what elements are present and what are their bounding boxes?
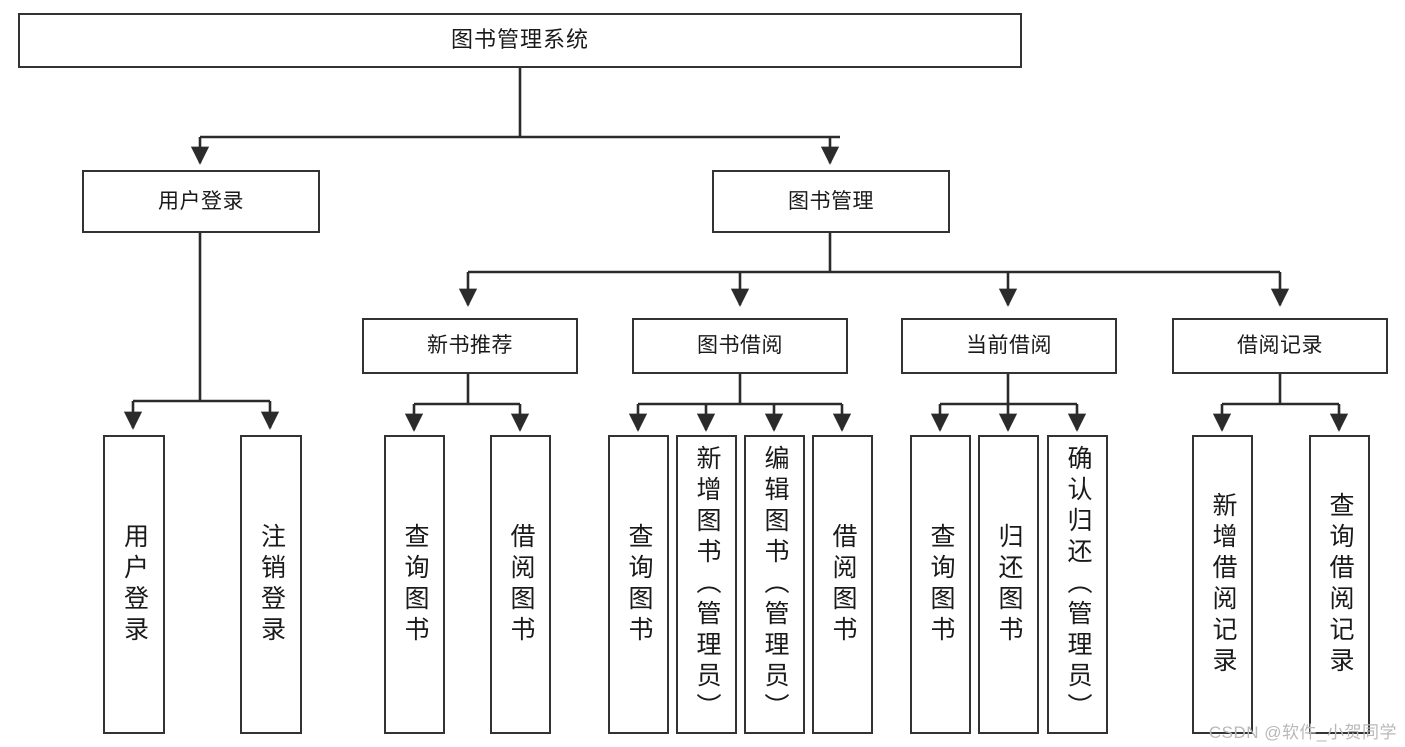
node-leaf-query-book-3[interactable]: 查询图书 xyxy=(910,435,971,734)
node-leaf-add-record[interactable]: 新增借阅记录 xyxy=(1192,435,1253,734)
node-leaf-logout-label: 注销登录 xyxy=(257,522,286,647)
node-leaf-borrow-book-1[interactable]: 借阅图书 xyxy=(490,435,551,734)
csdn-watermark: CSDN @软件_小贺同学 xyxy=(1208,723,1397,742)
node-borrow-record[interactable]: 借阅记录 xyxy=(1172,318,1388,374)
node-book-borrow[interactable]: 图书借阅 xyxy=(632,318,848,374)
node-book-management-label: 图书管理 xyxy=(788,189,874,213)
node-leaf-borrow-book-1-label: 借阅图书 xyxy=(507,522,535,647)
node-leaf-return-book-label: 归还图书 xyxy=(995,522,1023,647)
node-leaf-user-login-label: 用户登录 xyxy=(120,522,149,647)
node-book-borrow-label: 图书借阅 xyxy=(697,334,783,358)
node-root[interactable]: 图书管理系统 xyxy=(18,13,1022,68)
node-leaf-query-book-1[interactable]: 查询图书 xyxy=(384,435,445,734)
node-leaf-borrow-book-2[interactable]: 借阅图书 xyxy=(812,435,873,734)
node-leaf-borrow-book-2-label: 借阅图书 xyxy=(829,522,857,647)
node-leaf-edit-book-label: 编辑图书（管理员） xyxy=(761,445,789,724)
node-borrow-record-label: 借阅记录 xyxy=(1237,334,1323,358)
node-new-book-recommend-label: 新书推荐 xyxy=(427,334,513,358)
node-leaf-query-book-2-label: 查询图书 xyxy=(625,522,653,647)
node-leaf-query-record[interactable]: 查询借阅记录 xyxy=(1309,435,1370,734)
node-leaf-add-book[interactable]: 新增图书（管理员） xyxy=(676,435,737,734)
node-user-login-label: 用户登录 xyxy=(158,189,244,213)
node-leaf-logout[interactable]: 注销登录 xyxy=(240,435,302,734)
node-leaf-query-book-3-label: 查询图书 xyxy=(927,522,955,647)
node-leaf-query-record-label: 查询借阅记录 xyxy=(1326,491,1354,678)
node-leaf-query-book-1-label: 查询图书 xyxy=(401,522,429,647)
node-leaf-add-record-label: 新增借阅记录 xyxy=(1209,491,1237,678)
node-leaf-add-book-label: 新增图书（管理员） xyxy=(693,445,721,724)
node-leaf-confirm-return-label: 确认归还（管理员） xyxy=(1064,445,1092,724)
node-new-book-recommend[interactable]: 新书推荐 xyxy=(362,318,578,374)
node-root-label: 图书管理系统 xyxy=(450,27,589,53)
node-leaf-return-book[interactable]: 归还图书 xyxy=(978,435,1039,734)
node-user-login[interactable]: 用户登录 xyxy=(82,170,320,233)
node-current-borrow[interactable]: 当前借阅 xyxy=(901,318,1117,374)
node-book-management[interactable]: 图书管理 xyxy=(712,170,950,233)
node-leaf-edit-book[interactable]: 编辑图书（管理员） xyxy=(744,435,805,734)
node-leaf-confirm-return[interactable]: 确认归还（管理员） xyxy=(1047,435,1108,734)
node-leaf-user-login[interactable]: 用户登录 xyxy=(103,435,165,734)
node-current-borrow-label: 当前借阅 xyxy=(966,334,1052,358)
node-leaf-query-book-2[interactable]: 查询图书 xyxy=(608,435,669,734)
